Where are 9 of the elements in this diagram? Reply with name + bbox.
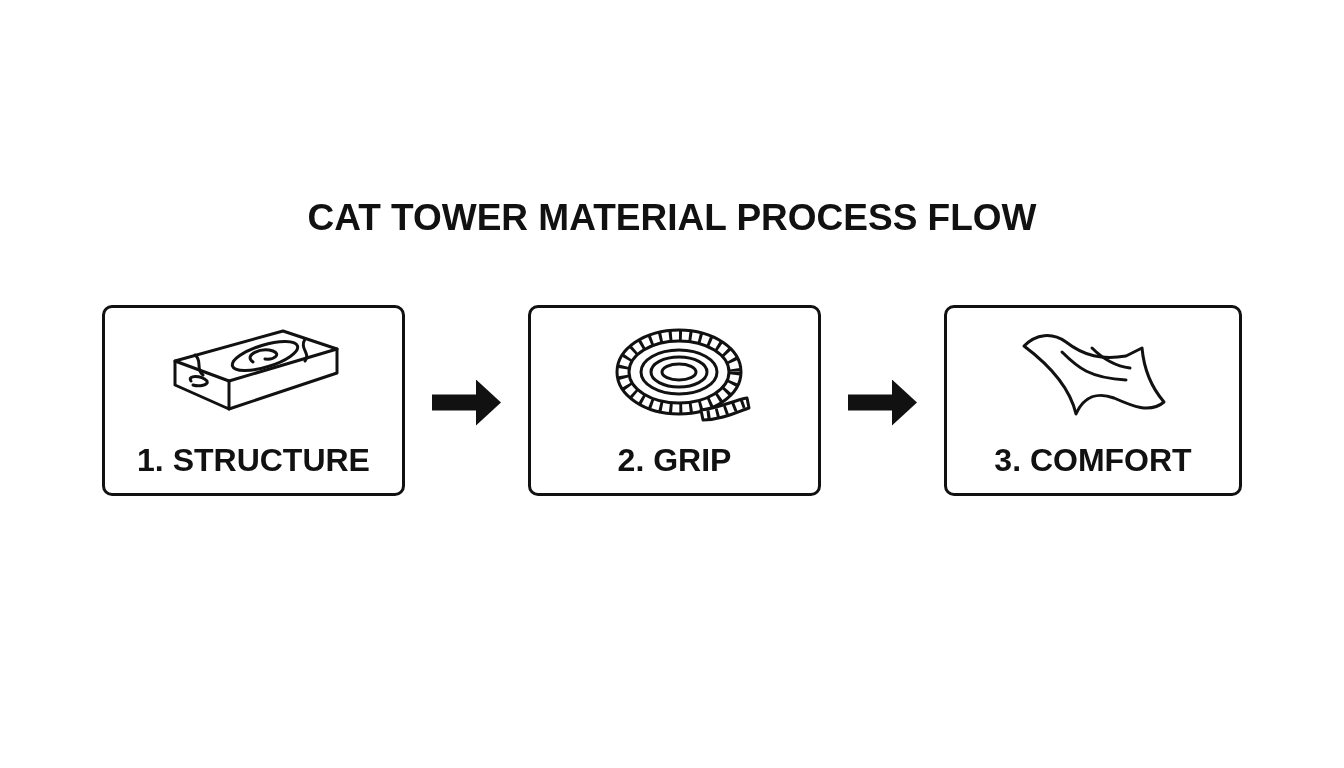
step-label: 1. STRUCTURE — [137, 441, 370, 479]
arrow — [848, 379, 917, 426]
arrow — [432, 379, 501, 426]
step-label: 2. GRIP — [617, 441, 732, 479]
diagram-title: CAT TOWER MATERIAL PROCESS FLOW — [307, 196, 1037, 240]
step-label: 3. COMFORT — [994, 441, 1192, 479]
process-box — [944, 305, 1242, 496]
process-box — [102, 305, 405, 496]
process-box — [528, 305, 821, 496]
